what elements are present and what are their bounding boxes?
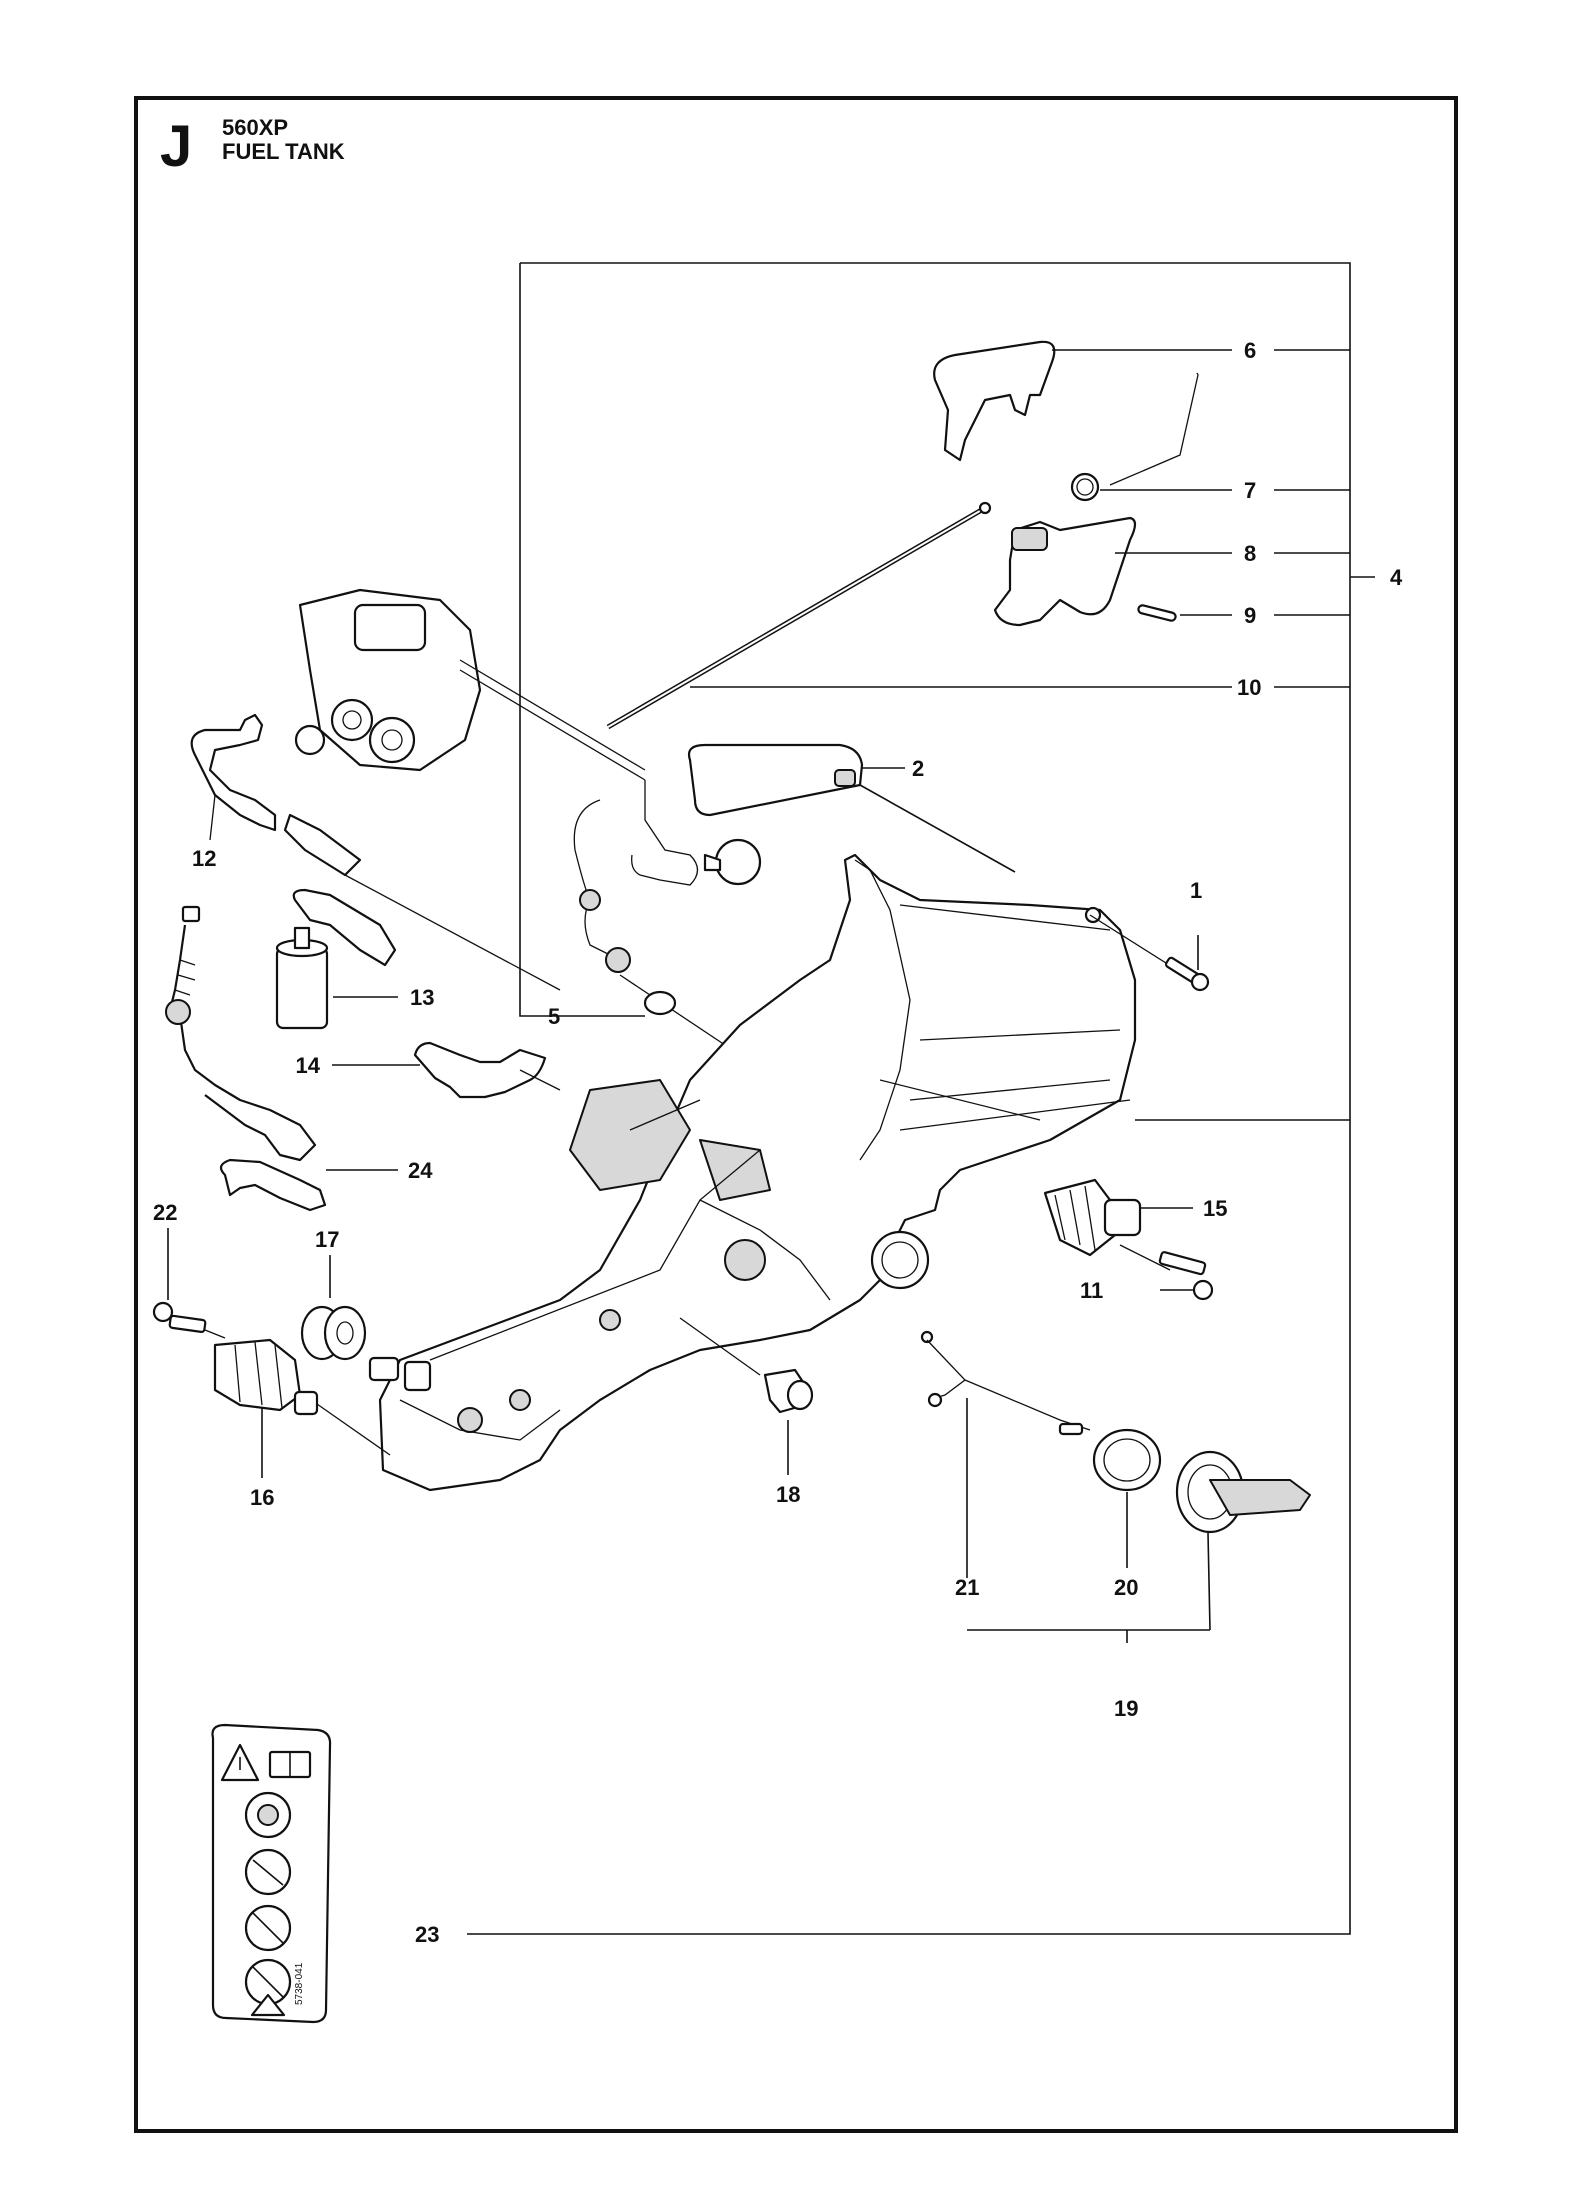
part-20-seal — [1092, 1428, 1162, 1568]
part-9-pin — [1137, 604, 1232, 622]
part-6-throttle-lockout — [933, 340, 1232, 462]
part-24-fuel-hose — [165, 905, 398, 1212]
section-letter: J — [160, 114, 193, 179]
label-part-23: 23 — [415, 1922, 439, 1947]
label-part-4: 4 — [1390, 565, 1403, 590]
part-18-bushing — [679, 1317, 814, 1475]
part-14-guard — [332, 1041, 561, 1099]
label-part-22: 22 — [153, 1200, 177, 1225]
part-10-throttle-rod — [606, 501, 1232, 730]
part-17-buffer — [300, 1255, 432, 1392]
primer-bulb-reference — [573, 780, 762, 1046]
label-part-9: 9 — [1244, 603, 1256, 628]
part-5-grommet — [593, 990, 677, 1017]
page-title: FUEL TANK — [222, 139, 345, 164]
label-part-2: 2 — [912, 756, 924, 781]
label-part-18: 18 — [776, 1482, 800, 1507]
label-part-5: 5 — [548, 1004, 560, 1029]
label-part-16: 16 — [250, 1485, 274, 1510]
label-part-8: 8 — [1244, 541, 1256, 566]
model-name: 560XP — [222, 115, 289, 140]
label-part-11: 11 — [1080, 1278, 1103, 1303]
part-23-warning-decal: 5738-041 — [211, 1723, 332, 2024]
label-part-21: 21 — [955, 1575, 979, 1600]
label-part-14: 14 — [296, 1053, 321, 1078]
part-1-screw — [1089, 914, 1210, 992]
diagram-frame — [134, 96, 1458, 2133]
part-22-screw — [152, 1228, 226, 1339]
label-part-24: 24 — [408, 1158, 433, 1183]
part-8-throttle-trigger — [993, 516, 1232, 627]
fuel-tank-housing — [378, 853, 1137, 1492]
label-part-10: 10 — [1237, 675, 1261, 700]
part-11-screw — [1119, 1244, 1214, 1301]
carburettor-reference — [294, 588, 646, 781]
label-part-15: 15 — [1203, 1196, 1227, 1221]
part-number-labels: 1 2 4 5 6 7 8 9 10 11 12 13 14 15 16 17 … — [153, 338, 1403, 1947]
part-15-av-spring — [1043, 1178, 1193, 1257]
bracket-19 — [967, 1629, 1210, 1643]
label-part-20: 20 — [1114, 1575, 1138, 1600]
label-part-7: 7 — [1244, 478, 1256, 503]
part-7-spring — [1070, 372, 1232, 502]
label-part-1: 1 — [1190, 878, 1202, 903]
part-19-fuel-cap — [1175, 1450, 1311, 1631]
label-part-13: 13 — [410, 985, 434, 1010]
label-part-6: 6 — [1244, 338, 1256, 363]
part-16-av-element — [213, 1338, 391, 1478]
label-part-12: 12 — [192, 846, 216, 871]
part-12-fuel-hose — [190, 713, 561, 991]
label-part-17: 17 — [315, 1227, 339, 1252]
part-13-fuel-filter — [275, 888, 398, 1030]
label-part-19: 19 — [1114, 1696, 1138, 1721]
part-2-handle-insert — [687, 743, 1016, 873]
part-21-fuel-pickup — [920, 1330, 1091, 1578]
group-bracket-4 — [467, 262, 1351, 1935]
decal-code: 5738-041 — [294, 1962, 305, 2005]
